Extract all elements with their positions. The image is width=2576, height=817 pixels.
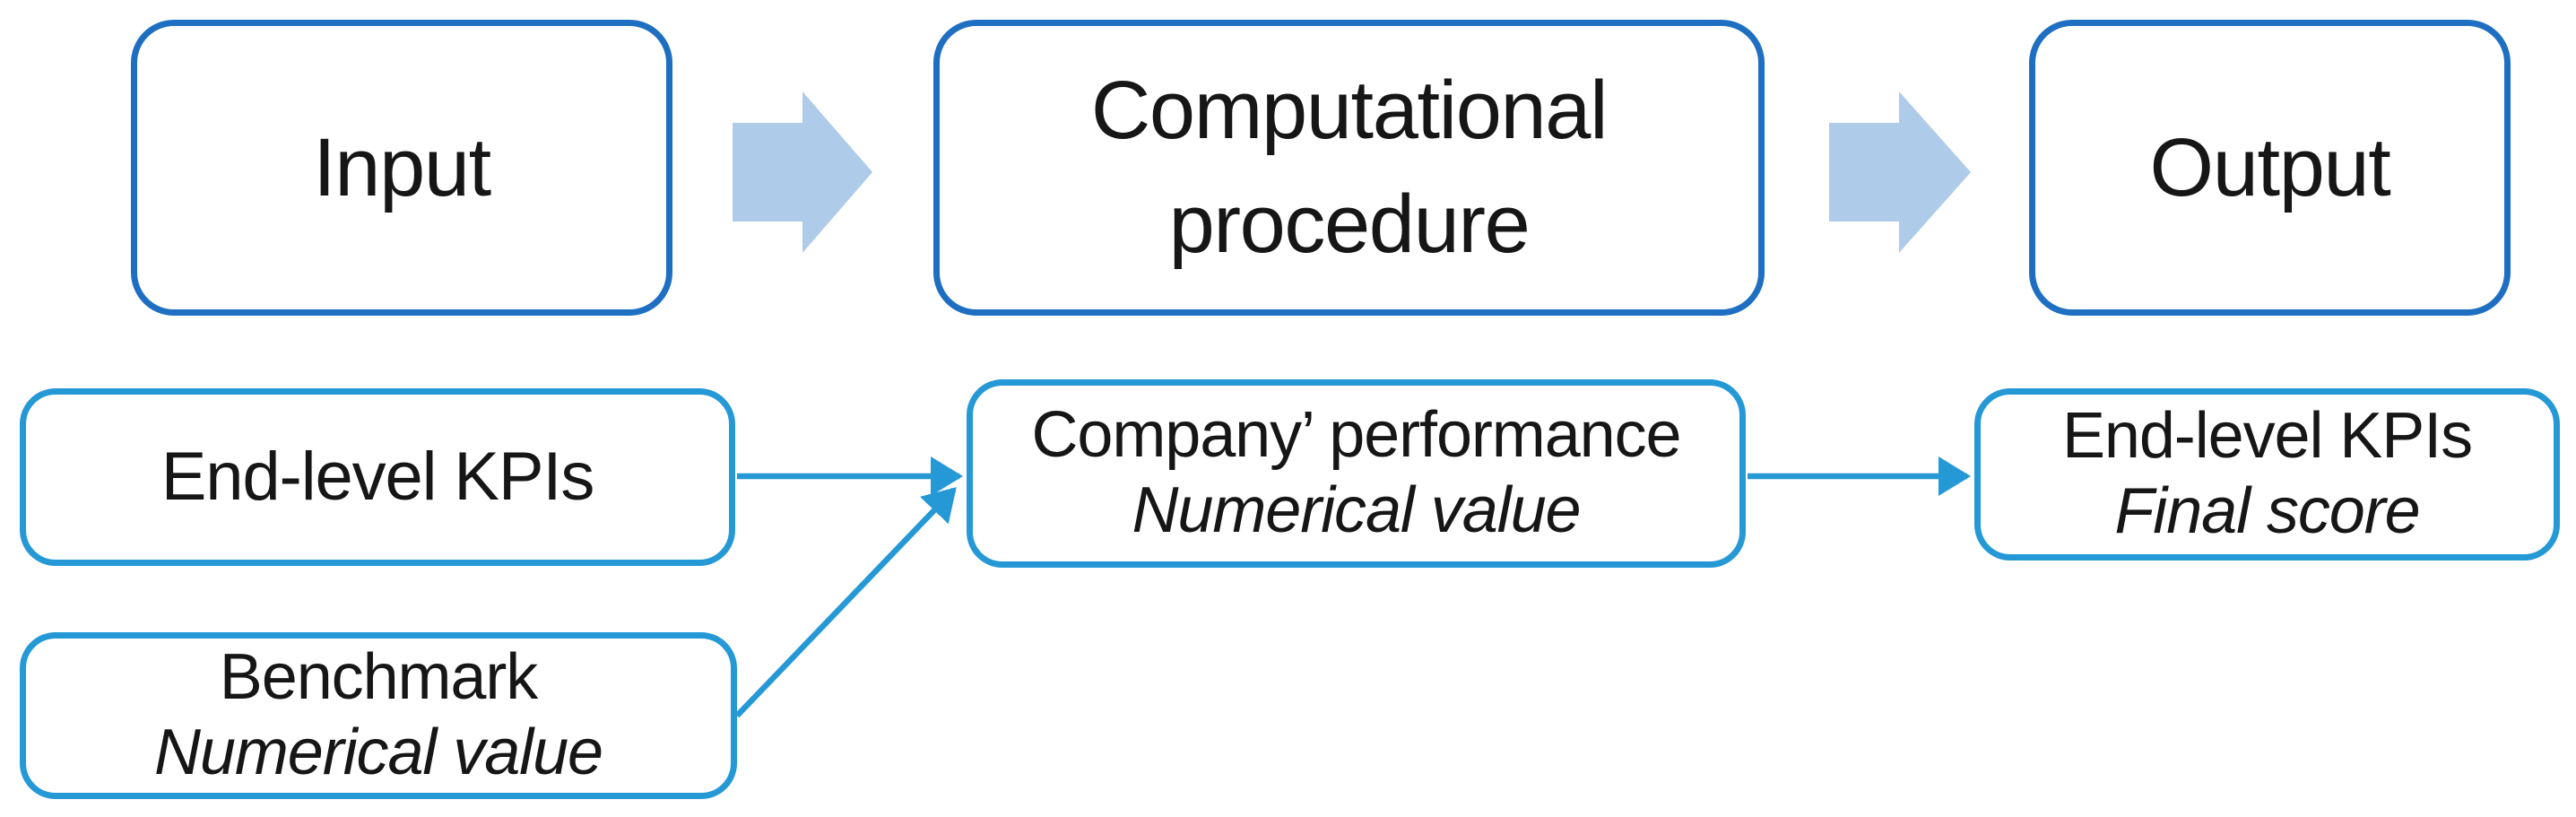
input-label: Input <box>313 121 491 213</box>
computational-procedure-box: Computational procedure <box>933 20 1765 316</box>
benchmark-sublabel: Numerical value <box>154 717 603 788</box>
output-label: Output <box>2149 121 2391 213</box>
input-box: Input <box>131 20 672 316</box>
company-performance-label: Company’ performance <box>1031 399 1681 472</box>
company-performance-sublabel: Numerical value <box>1132 474 1582 546</box>
right-block-arrow-icon-process-to-output <box>1829 91 1971 253</box>
end-level-kpis-input-box: End-level KPIs <box>20 388 735 566</box>
benchmark-box: Benchmark Numerical value <box>20 632 737 799</box>
connector-benchmark-to-performance <box>734 487 957 718</box>
benchmark-label: Benchmark <box>219 641 539 714</box>
right-block-arrow-icon-input-to-process <box>733 91 872 253</box>
company-performance-box: Company’ performance Numerical value <box>967 379 1746 568</box>
end-level-kpis-output-sublabel: Final score <box>2114 475 2420 547</box>
end-level-kpis-output-label: End-level KPIs <box>2061 400 2473 473</box>
end-level-kpis-output-box: End-level KPIs Final score <box>1974 388 2560 561</box>
computational-procedure-label: Computational procedure <box>1090 65 1609 270</box>
end-level-kpis-input-label: End-level KPIs <box>160 438 595 515</box>
output-box: Output <box>2029 20 2511 316</box>
